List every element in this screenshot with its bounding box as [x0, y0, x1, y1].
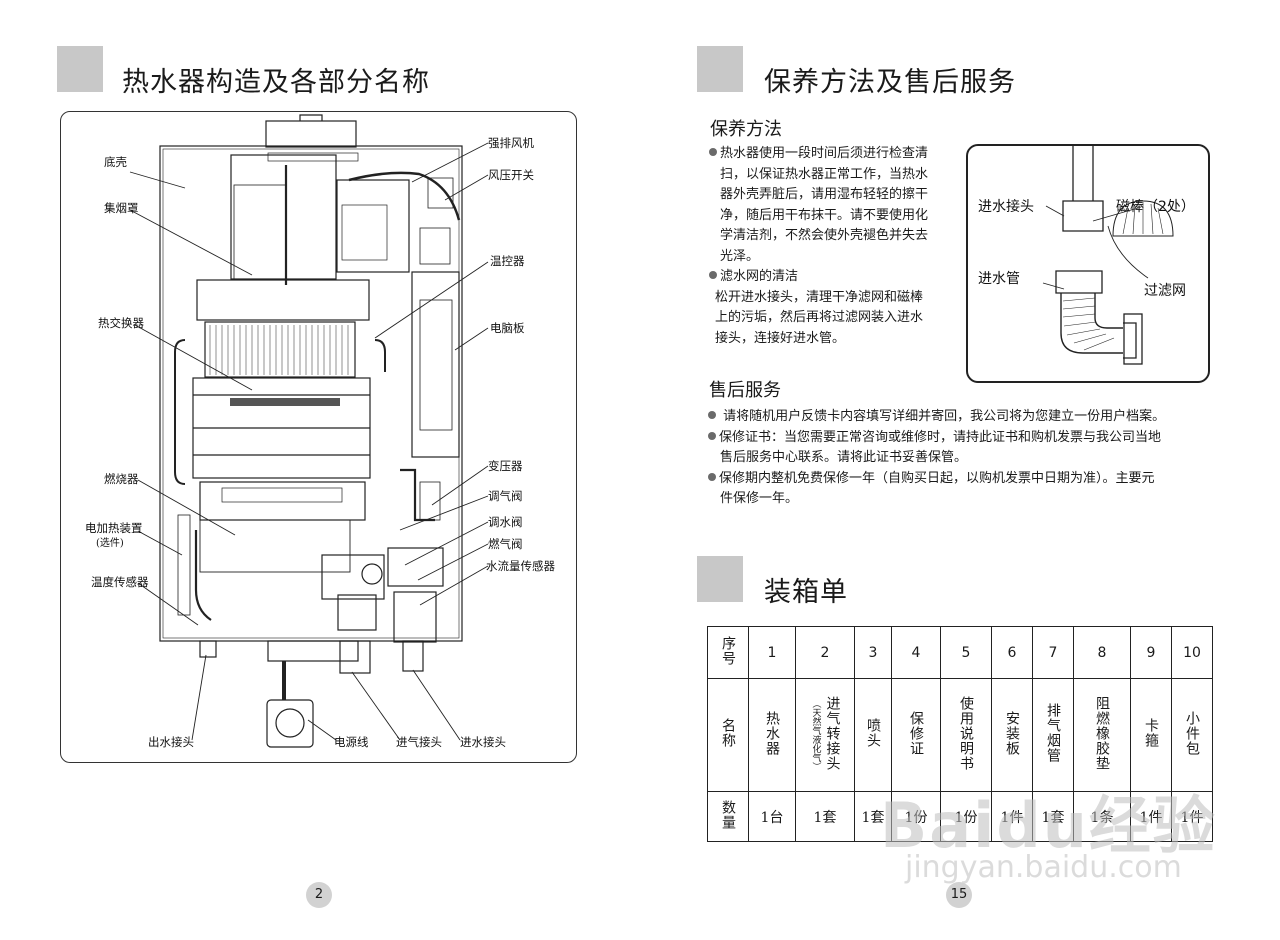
label-transformer: 变压器 [488, 459, 523, 473]
label-gas-regulator: 调气阀 [488, 489, 523, 503]
label-water-regulator: 调水阀 [488, 515, 523, 529]
bullet-icon [709, 271, 717, 279]
packing-header-name: 名称 [707, 678, 749, 792]
maintenance-line-3: 器外壳弄脏后，请用湿布轻轻的擦干 [720, 187, 929, 202]
label-burner: 燃烧器 [104, 472, 139, 486]
packing-name-6: 安装板 [991, 678, 1033, 792]
left-page-title: 热水器构造及各部分名称 [122, 67, 430, 98]
packing-no-4: 4 [891, 626, 941, 679]
watermark-brand: Baidu经验 [880, 789, 1217, 862]
label-outlet-joint: 出水接头 [148, 735, 194, 749]
packing-qty-2: 1套 [795, 791, 855, 842]
inset-label-inlet-pipe: 进水管 [978, 271, 1020, 287]
inset-label-magnet-rod: 磁棒（2处） [1116, 199, 1195, 215]
label-temp-sensor: 温度传感器 [91, 575, 149, 589]
label-power-cord: 电源线 [334, 735, 369, 749]
maintenance-line-1: 热水器使用一段时间后须进行检查清 [709, 144, 964, 165]
packing-qty-5: 1份 [940, 791, 992, 842]
packing-qty-1: 1台 [748, 791, 796, 842]
bullet-icon [708, 411, 716, 419]
bullet-icon [709, 148, 717, 156]
packing-name-2: （天然气液化气）进气转接头 [795, 678, 855, 792]
packing-title: 装箱单 [764, 577, 848, 608]
label-water-inlet: 进水接头 [460, 735, 506, 749]
packing-list-table: 序号 1 2 3 4 5 6 7 8 9 10 名称 热水器 （天然气液化气）进… [707, 626, 1213, 842]
service-item-3-cont: 件保修一年。 [720, 491, 799, 506]
packing-name-1: 热水器 [748, 678, 796, 792]
packing-qty-4: 1份 [891, 791, 941, 842]
packing-name-5: 使用说明书 [940, 678, 992, 792]
bullet-icon [708, 431, 716, 440]
bullet-icon [708, 472, 716, 481]
right-title-marker [697, 46, 743, 92]
maintenance-line-6: 光泽。 [720, 248, 760, 264]
packing-title-marker [697, 556, 743, 602]
packing-row-name: 名称 热水器 （天然气液化气）进气转接头 喷头 保修证 使用说明书 安装板 排气… [707, 678, 1213, 792]
packing-no-10: 10 [1171, 626, 1213, 679]
label-gas-inlet: 进气接头 [396, 735, 442, 749]
service-item-2: 保修证书：当您需要正常咨询或维修时，请持此证书和购机发票与我公司当地 [708, 428, 1228, 449]
label-flow-sensor: 水流量传感器 [486, 559, 555, 573]
maintenance-line-5: 学清洁剂，不然会使外壳褪色并失去 [720, 228, 929, 243]
service-item-2-cont: 售后服务中心联系。请将此证书妥善保管。 [720, 450, 968, 465]
packing-no-6: 6 [991, 626, 1033, 679]
label-forced-fan: 强排风机 [488, 136, 534, 150]
packing-name-7: 排气烟管 [1032, 678, 1074, 792]
packing-no-5: 5 [940, 626, 992, 679]
label-gas-valve: 燃气阀 [488, 537, 523, 551]
inset-label-inlet-joint: 进水接头 [978, 199, 1034, 215]
filter-diagram-box: 进水接头 磁棒（2处） 进水管 过滤网 [966, 144, 1210, 383]
packing-header-seq: 序号 [707, 626, 749, 679]
label-pcb: 电脑板 [490, 321, 525, 335]
filter-line-2: 上的污垢，然后再将过滤网装入进水 [715, 310, 924, 325]
service-paragraph: 请将随机用户反馈卡内容填写详细并寄回，我公司将为您建立一份用户档案。 保修证书：… [708, 407, 1228, 510]
label-electric-heater: 电加热装置 [85, 521, 143, 535]
filter-cleaning-title: 滤水网的清洁 [709, 267, 964, 288]
maintenance-heading: 保养方法 [710, 119, 782, 140]
packing-no-3: 3 [854, 626, 892, 679]
packing-name-8: 阻燃橡胶垫 [1073, 678, 1131, 792]
label-pressure-switch: 风压开关 [488, 168, 534, 182]
packing-no-2: 2 [795, 626, 855, 679]
packing-qty-10: 1件 [1171, 791, 1213, 842]
packing-qty-3: 1套 [854, 791, 892, 842]
filter-line-1: 松开进水接头，清理干净滤网和磁棒 [715, 289, 924, 305]
packing-no-9: 9 [1130, 626, 1172, 679]
packing-no-1: 1 [748, 626, 796, 679]
left-title-marker [57, 46, 103, 92]
packing-name-4: 保修证 [891, 678, 941, 792]
service-item-1: 请将随机用户反馈卡内容填写详细并寄回，我公司将为您建立一份用户档案。 [708, 407, 1228, 428]
right-page-title: 保养方法及售后服务 [764, 67, 1016, 98]
inset-label-filter: 过滤网 [1144, 283, 1186, 299]
packing-row-qty: 数量 1台 1套 1套 1份 1份 1件 1套 1条 1件 1件 [707, 791, 1213, 842]
service-item-3: 保修期内整机免费保修一年（自购买日起，以购机发票中日期为准）。主要元 [708, 469, 1228, 490]
heater-diagram-frame [60, 111, 577, 763]
right-page-number: 15 [946, 882, 972, 908]
label-heat-exchanger: 热交换器 [98, 316, 144, 330]
left-page-number: 2 [306, 882, 332, 908]
packing-qty-6: 1件 [991, 791, 1033, 842]
packing-qty-7: 1套 [1032, 791, 1074, 842]
watermark-url: jingyan.baidu.com [905, 850, 1182, 885]
packing-header-qty: 数量 [707, 791, 749, 842]
label-thermostat: 温控器 [490, 254, 525, 268]
maintenance-line-2: 扫，以保证热水器正常工作，当热水 [720, 166, 929, 182]
packing-row-seq: 序号 1 2 3 4 5 6 7 8 9 10 [707, 626, 1213, 679]
packing-name-10: 小件包 [1171, 678, 1213, 792]
packing-no-8: 8 [1073, 626, 1131, 679]
packing-no-7: 7 [1032, 626, 1074, 679]
maintenance-line-4: 净，随后用干布抹干。请不要使用化 [720, 207, 929, 223]
maintenance-paragraph: 热水器使用一段时间后须进行检查清 扫，以保证热水器正常工作，当热水 器外壳弄脏后… [709, 144, 964, 349]
label-electric-heater-note: (选件) [96, 538, 124, 549]
packing-qty-8: 1条 [1073, 791, 1131, 842]
filter-diagram [1042, 146, 1174, 365]
label-smoke-hood: 集烟罩 [104, 201, 139, 215]
heater-structure-diagram [129, 114, 489, 748]
service-heading: 售后服务 [709, 380, 781, 401]
packing-qty-9: 1件 [1130, 791, 1172, 842]
packing-name-9: 卡箍 [1130, 678, 1172, 792]
label-bottom-case: 底壳 [104, 155, 127, 169]
filter-line-3: 接头，连接好进水管。 [715, 330, 846, 346]
